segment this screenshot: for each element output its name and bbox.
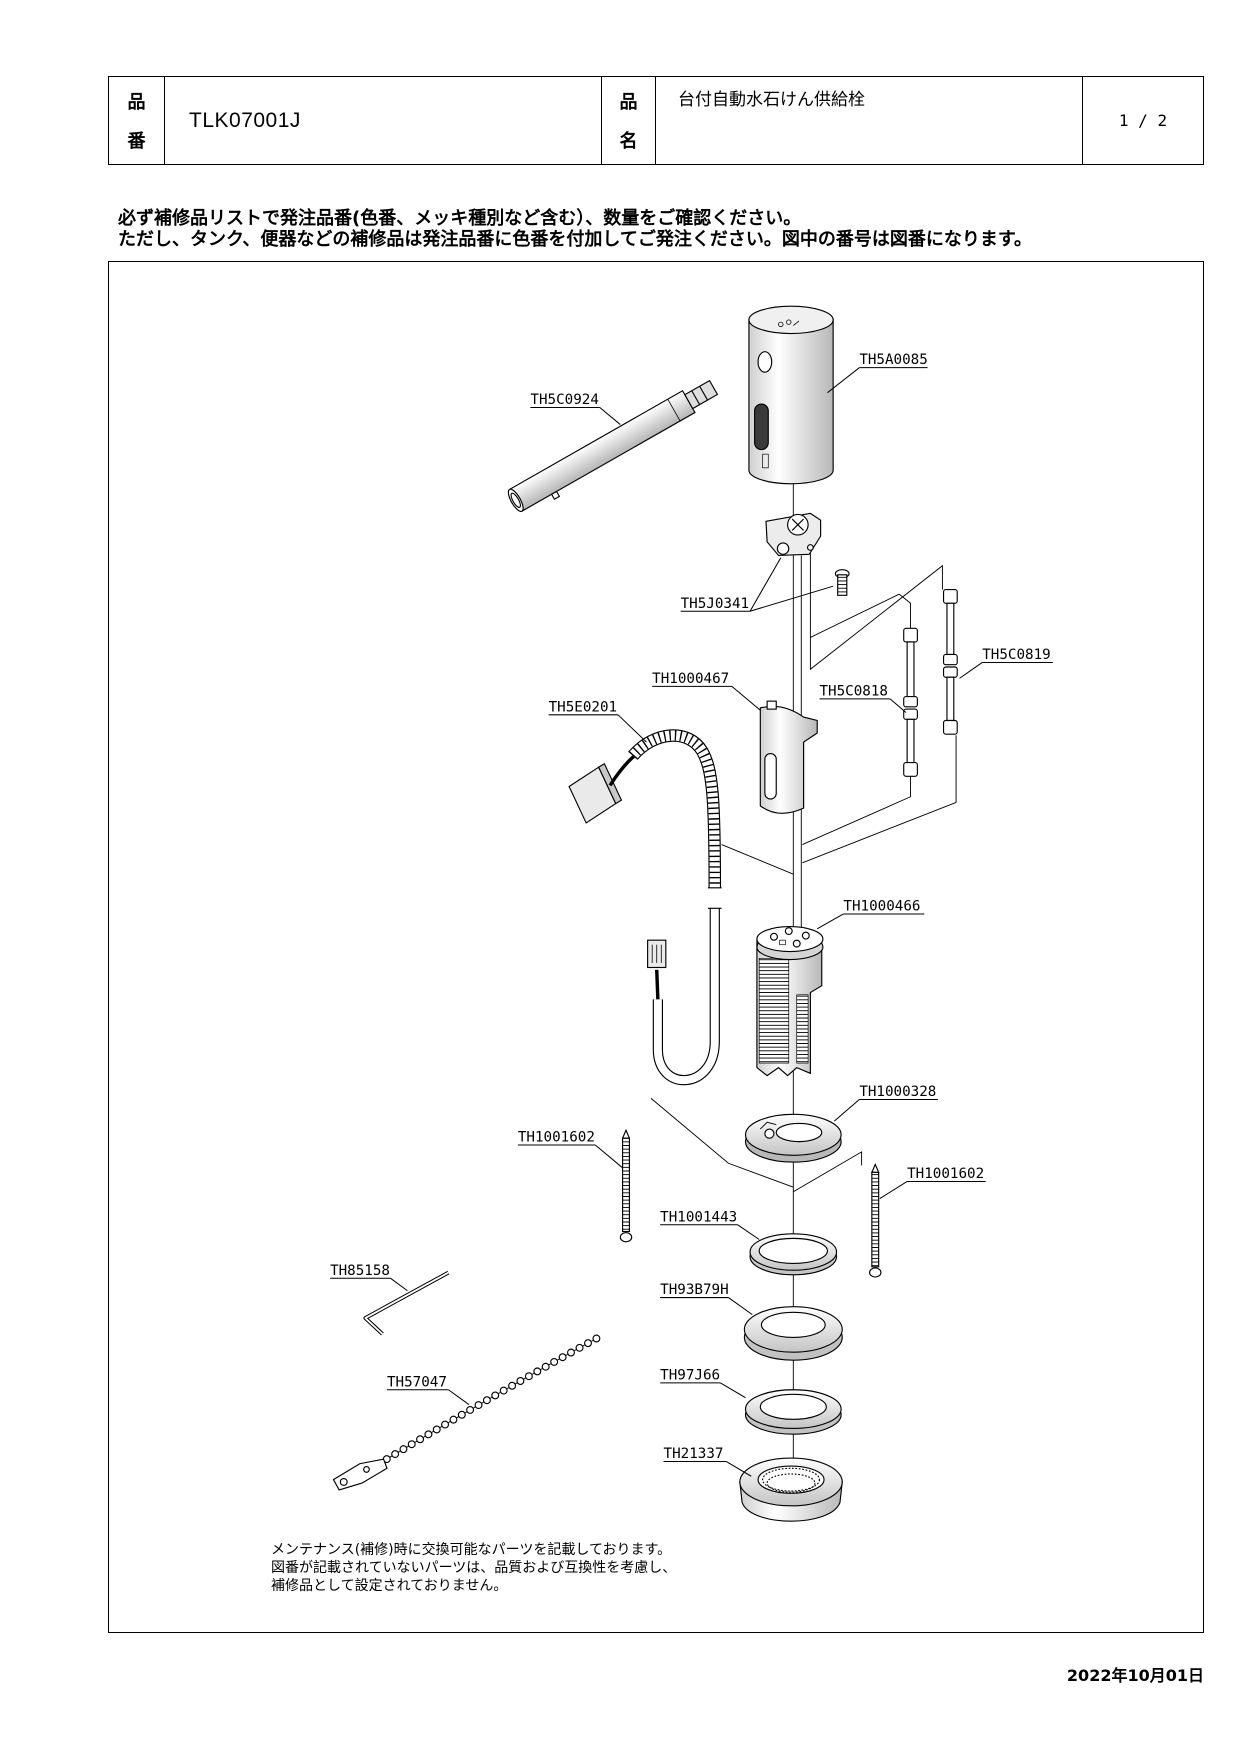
issue-date: 2022年10月01日 bbox=[1066, 1666, 1204, 1685]
product-name-label-char: 名 bbox=[619, 131, 638, 153]
product-name-cell: 台付自動水石けん供給栓 bbox=[655, 77, 1082, 164]
drawing-frame bbox=[108, 261, 1204, 1633]
product-name-label-char: 品 bbox=[619, 91, 638, 113]
part-number-label-cell: 品 番 bbox=[109, 77, 164, 164]
page-number: 1 / 2 bbox=[1118, 111, 1168, 130]
note-line: メンテナンス(補修)時に交換可能なパーツを記載しております。 bbox=[271, 1542, 672, 1558]
part-number-value: TLK07001J bbox=[189, 108, 301, 132]
instruction-line: ただし、タンク、便器などの補修品は発注品番に色番を付加してご発注ください。図中の… bbox=[118, 229, 1033, 250]
note-line: 図番が記載されていないパーツは、品質および互換性を考慮し、 bbox=[271, 1560, 677, 1576]
page-number-cell: 1 / 2 bbox=[1082, 77, 1203, 164]
part-number-label-char: 番 bbox=[127, 131, 146, 153]
title-block-table: 品 番 TLK07001J 品 名 台付自動水石けん供給栓 1 / 2 bbox=[108, 76, 1204, 165]
maintenance-note: メンテナンス(補修)時に交換可能なパーツを記載しております。 図番が記載されてい… bbox=[271, 1541, 676, 1595]
order-instructions: 必ず補修品リストで発注品番(色番、メッキ種別など含む）、数量をご確認ください。 … bbox=[118, 208, 1032, 250]
product-name-label-cell: 品 名 bbox=[601, 77, 655, 164]
part-number-cell: TLK07001J bbox=[164, 77, 601, 164]
product-name-value: 台付自動水石けん供給栓 bbox=[678, 90, 865, 110]
part-number-label-char: 品 bbox=[127, 91, 146, 113]
note-line: 補修品として設定されておりません。 bbox=[271, 1578, 508, 1594]
instruction-line: 必ず補修品リストで発注品番(色番、メッキ種別など含む）、数量をご確認ください。 bbox=[118, 208, 802, 229]
